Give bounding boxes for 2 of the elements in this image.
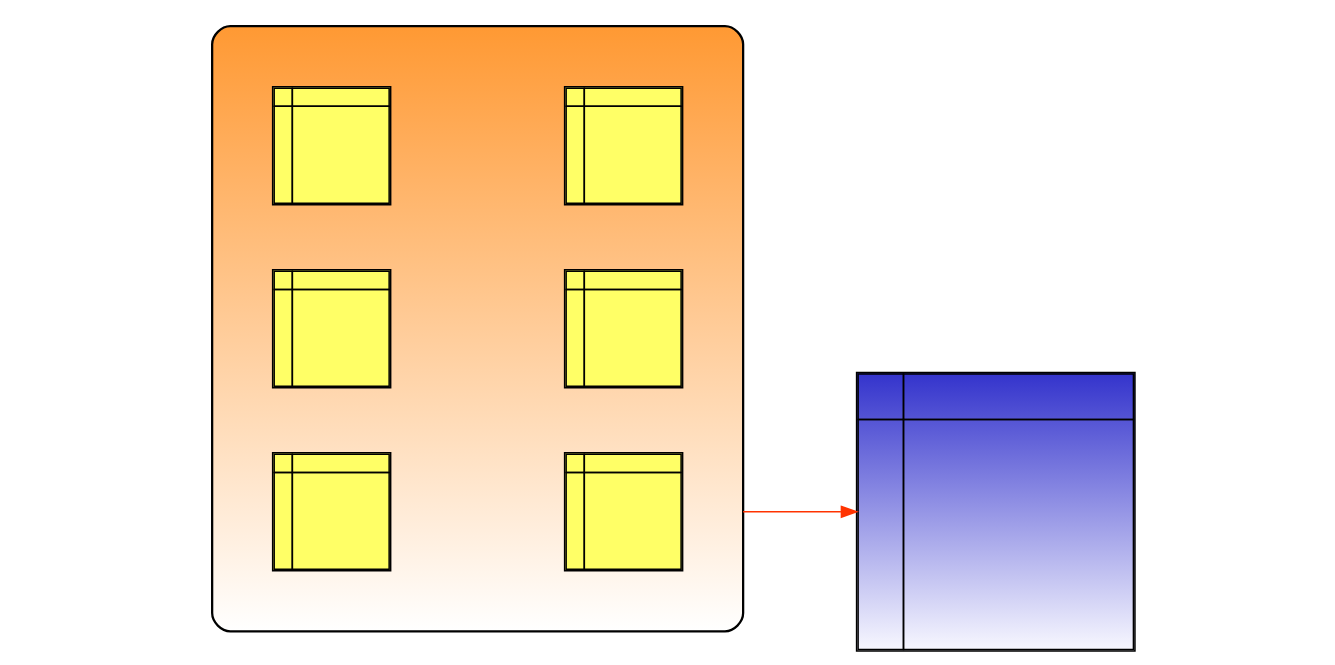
arrow xyxy=(742,505,859,519)
cluster xyxy=(211,25,745,633)
